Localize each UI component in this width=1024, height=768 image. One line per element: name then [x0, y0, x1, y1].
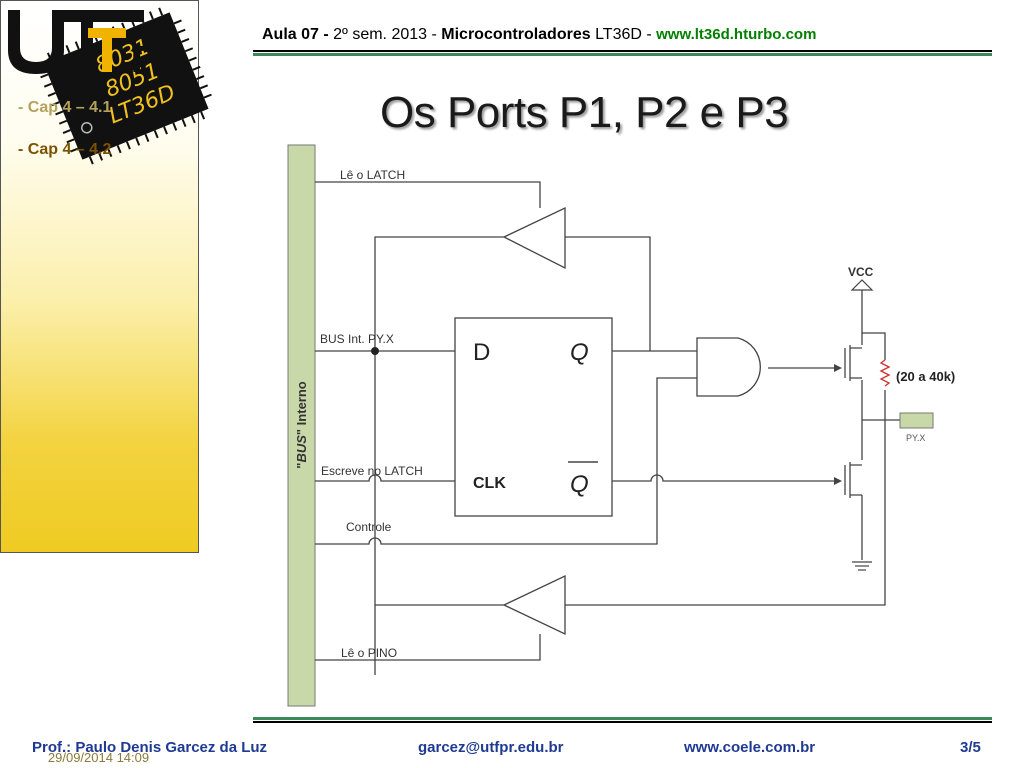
footer-rule	[253, 721, 992, 723]
footer-professor: Prof.: Paulo Denis Garcez da Luz	[32, 739, 268, 756]
bus-label-q1: "	[294, 463, 309, 469]
ff-q-label: Q	[570, 339, 589, 366]
utfpr-logo: PR	[8, 10, 184, 76]
slide-title: Os Ports P1, P2 e P3	[380, 88, 789, 137]
ff-clk-label: CLK	[473, 475, 506, 492]
footer-page-number: 3/5	[960, 739, 981, 756]
sidebar-item-cap41[interactable]: - Cap 4 – 4.1	[18, 99, 112, 116]
header-semester: 2º sem. 2013 -	[333, 26, 437, 43]
footer-rule-green	[253, 717, 992, 720]
footer-site[interactable]: www.coele.com.br	[684, 739, 816, 756]
read-latch-buffer	[502, 206, 566, 270]
label-controle: Controle	[346, 520, 392, 534]
port-circuit-diagram: "BUS" Interno	[287, 144, 955, 707]
header-aula: Aula 07 -	[262, 26, 329, 43]
footer-email[interactable]: garcez@utfpr.edu.br	[418, 739, 564, 756]
port-pin	[899, 412, 934, 429]
vcc-label: VCC	[848, 265, 874, 279]
ground-symbol	[852, 561, 872, 571]
header-course: Microcontroladores	[441, 26, 591, 43]
pullup-resistor	[879, 359, 891, 387]
ff-d-label: D	[473, 339, 490, 366]
bus-label-q2: " Interno	[294, 381, 309, 435]
vcc-symbol	[850, 279, 874, 291]
label-le-pino: Lê o PINO	[341, 646, 397, 660]
bus-label-main: BUS	[294, 435, 309, 463]
header-rule-green	[253, 53, 992, 56]
svg-text:PR: PR	[130, 40, 184, 76]
internal-bus	[287, 144, 316, 707]
upper-fet	[844, 345, 862, 381]
label-le-latch: Lê o LATCH	[340, 168, 405, 182]
label-bus-int: BUS Int. PY.X	[320, 332, 394, 346]
label-escreve: Escreve no LATCH	[321, 464, 423, 478]
bus-node	[371, 347, 379, 355]
slide-header: Aula 07 - 2º sem. 2013 - Microcontrolado…	[262, 26, 816, 44]
header-rule	[253, 50, 992, 52]
lower-fet	[844, 462, 862, 498]
svg-text:"BUS" Interno: "BUS" Interno	[294, 381, 309, 469]
header-url[interactable]: www.lt36d.hturbo.com	[656, 26, 817, 43]
d-flip-flop	[454, 317, 613, 517]
sidebar-datetime: 29/09/2014 14:09	[47, 750, 150, 765]
pin-label: PY.X	[906, 433, 925, 443]
and-gate	[696, 337, 761, 397]
ff-qbar-label: Q	[570, 471, 589, 498]
header-code: LT36D -	[595, 26, 652, 43]
sidebar-item-cap42[interactable]: - Cap 4 – 4.2	[18, 141, 112, 158]
read-pin-buffer	[502, 574, 566, 636]
resistor-label: (20 a 40k)	[896, 369, 955, 384]
